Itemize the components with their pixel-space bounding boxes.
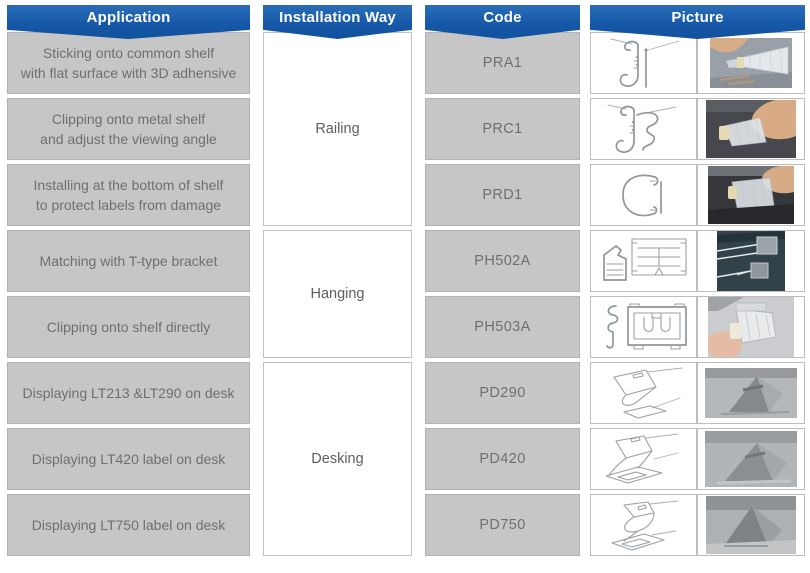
code-text: PRC1 [482, 121, 523, 137]
code-cell: PRA1 [425, 32, 580, 94]
installation-group-railing: Railing [263, 32, 412, 226]
photo-cell [697, 296, 805, 358]
prd1-hand-holding-holder-photo [708, 166, 794, 224]
code-text: PD290 [479, 385, 526, 401]
code-text: PD420 [479, 451, 526, 467]
ph503a-shelf-clip-parts-drawing [605, 303, 687, 350]
drawing-cell [590, 32, 697, 94]
prc1-rail-clip-profile-drawing [607, 104, 676, 153]
application-text: Installing at the bottom of shelf to pro… [33, 176, 224, 213]
code-cell: PRD1 [425, 164, 580, 226]
installation-group-hanging: Hanging [263, 230, 412, 358]
photo-cell [697, 32, 805, 94]
code-cell: PH502A [425, 230, 580, 292]
ph503a-hand-holding-clip-photo [708, 297, 794, 357]
code-cell: PD420 [425, 428, 580, 490]
drawing-cell [590, 428, 697, 490]
group-label: Desking [311, 451, 364, 467]
application-text: Displaying LT213 &LT290 on desk [22, 384, 235, 401]
code-text: PRA1 [482, 55, 523, 71]
application-cell: Displaying LT420 label on desk [7, 428, 250, 490]
application-text: Matching with T-type bracket [39, 252, 218, 269]
photo-cell [697, 494, 805, 556]
photo-cell [697, 164, 805, 226]
code-text: PD750 [479, 517, 526, 533]
application-text: Sticking onto common shelf with flat sur… [20, 44, 237, 81]
pd290-desk-stand-drawing [612, 367, 682, 419]
group-label: Railing [315, 121, 360, 137]
pra1-rail-hook-profile-drawing [610, 38, 679, 88]
pd750-desk-stand-drawing [610, 500, 678, 551]
application-cell: Displaying LT213 &LT290 on desk [7, 362, 250, 424]
prd1-shelf-bottom-profile-drawing [621, 174, 662, 217]
pd290-desk-stand-photo [705, 368, 797, 418]
product-table: Application Installation Way Code Pictur… [7, 5, 805, 556]
application-cell: Clipping onto shelf directly [7, 296, 250, 358]
drawing-cell [590, 494, 697, 556]
code-cell: PD750 [425, 494, 580, 556]
code-cell: PH503A [425, 296, 580, 358]
drawing-cell [590, 164, 697, 226]
application-text: Clipping onto metal shelf and adjust the… [40, 110, 217, 147]
application-cell: Installing at the bottom of shelf to pro… [7, 164, 250, 226]
application-text: Displaying LT420 label on desk [31, 450, 226, 467]
application-cell: Displaying LT750 label on desk [7, 494, 250, 556]
pd420-desk-stand-photo [705, 431, 797, 487]
application-cell: Sticking onto common shelf with flat sur… [7, 32, 250, 94]
photo-cell [697, 362, 805, 424]
application-cell: Clipping onto metal shelf and adjust the… [7, 98, 250, 160]
drawing-cell [590, 230, 697, 292]
code-text: PH503A [474, 319, 531, 335]
pd420-desk-stand-drawing [604, 433, 678, 484]
installation-group-desking: Desking [263, 362, 412, 556]
application-text: Displaying LT750 label on desk [31, 516, 226, 533]
code-text: PH502A [474, 253, 531, 269]
photo-cell [697, 230, 805, 292]
drawing-cell [590, 362, 697, 424]
pd750-desk-stand-photo [706, 496, 796, 554]
photo-cell [697, 428, 805, 490]
code-cell: PD290 [425, 362, 580, 424]
drawing-cell [590, 296, 697, 358]
code-text: PRD1 [482, 187, 523, 203]
photo-cell [697, 98, 805, 160]
ph502a-bracket-parts-drawing [602, 238, 687, 281]
application-text: Clipping onto shelf directly [46, 318, 211, 335]
application-cell: Matching with T-type bracket [7, 230, 250, 292]
code-cell: PRC1 [425, 98, 580, 160]
prc1-hand-holding-clip-photo [706, 100, 796, 158]
group-label: Hanging [310, 286, 365, 302]
drawing-cell [590, 98, 697, 160]
ph502a-mounted-bracket-photo [717, 231, 785, 291]
pra1-hand-holding-label-holder-photo [710, 38, 792, 88]
